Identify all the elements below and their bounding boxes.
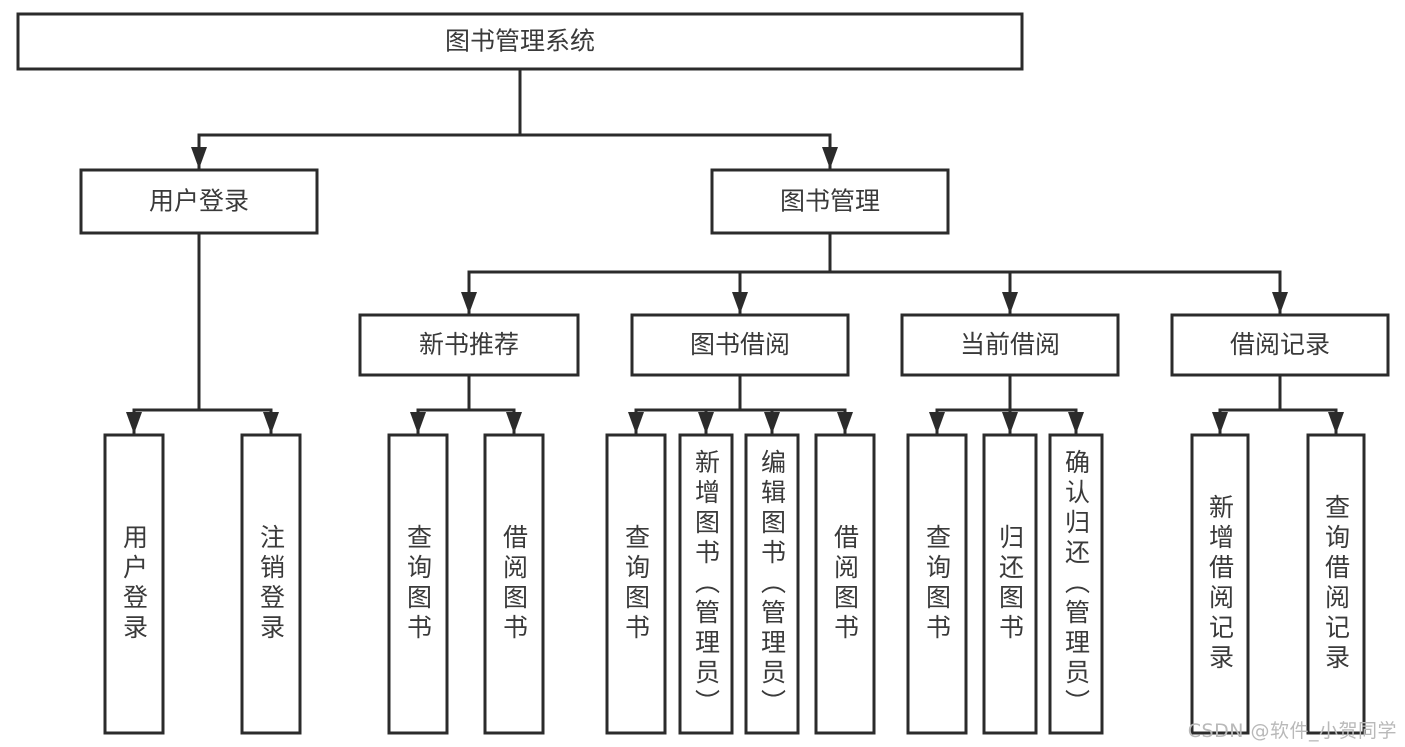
node-box-leaf-10[interactable] (1048, 433, 1104, 735)
boxes-layer (16, 12, 1390, 735)
node-box-leaf-3[interactable] (483, 433, 545, 735)
arrow-head-icon-level2-0 (191, 147, 207, 169)
arrow-head-icon-leaf-0-0 (126, 412, 142, 434)
node-label-level3-1: 图书借阅 (690, 330, 790, 359)
arrow-head-icon-leaf-4-0 (1212, 412, 1228, 434)
node-box-leaf-12[interactable] (1306, 433, 1366, 735)
arrow-head-icon-leaf-4-1 (1328, 412, 1344, 434)
node-box-leaf-11[interactable] (1190, 433, 1250, 735)
arrow-head-icon-leaf-2-2 (764, 412, 780, 434)
arrow-head-icon-level3-3 (1272, 292, 1288, 314)
node-box-level2-0[interactable] (79, 168, 319, 235)
node-box-leaf-6[interactable] (744, 433, 800, 735)
node-box-leaf-5[interactable] (678, 433, 734, 735)
node-label-level2-0: 用户登录 (149, 187, 249, 216)
arrow-head-icon-leaf-3-1 (1002, 412, 1018, 434)
connectors-layer (126, 67, 1344, 435)
arrow-head-icon-leaf-2-0 (628, 412, 644, 434)
arrow-head-icon-level3-1 (732, 292, 748, 314)
node-box-leaf-4[interactable] (605, 433, 667, 735)
node-box-root[interactable] (16, 12, 1024, 71)
node-box-level3-0[interactable] (358, 313, 580, 377)
node-box-level3-2[interactable] (900, 313, 1120, 377)
node-box-leaf-7[interactable] (814, 433, 876, 735)
arrow-head-icon-leaf-3-2 (1068, 412, 1084, 434)
node-label-level3-3: 借阅记录 (1230, 330, 1330, 359)
csdn-watermark: CSDN @软件_小贺同学 (1187, 720, 1397, 742)
arrow-head-icon-leaf-0-1 (263, 412, 279, 434)
arrow-head-icon-leaf-1-0 (410, 412, 426, 434)
node-box-leaf-1[interactable] (240, 433, 302, 735)
node-box-leaf-8[interactable] (906, 433, 968, 735)
node-label-root: 图书管理系统 (445, 27, 595, 56)
node-label-level3-2: 当前借阅 (960, 330, 1060, 359)
node-label-level2-1: 图书管理 (780, 187, 880, 216)
arrow-head-icon-level2-1 (822, 147, 838, 169)
node-box-level3-1[interactable] (630, 313, 850, 377)
node-box-leaf-9[interactable] (982, 433, 1038, 735)
node-label-level3-0: 新书推荐 (419, 330, 519, 359)
arrow-head-icon-leaf-3-0 (929, 412, 945, 434)
arrow-head-icon-leaf-1-1 (506, 412, 522, 434)
arrow-head-icon-level3-2 (1002, 292, 1018, 314)
arrow-head-icon-level3-0 (461, 292, 477, 314)
arrow-head-icon-leaf-2-3 (837, 412, 853, 434)
arrow-head-icon-leaf-2-1 (698, 412, 714, 434)
node-box-level3-3[interactable] (1170, 313, 1390, 377)
node-box-leaf-0[interactable] (103, 433, 165, 735)
node-box-leaf-2[interactable] (387, 433, 449, 735)
node-box-level2-1[interactable] (710, 168, 950, 235)
